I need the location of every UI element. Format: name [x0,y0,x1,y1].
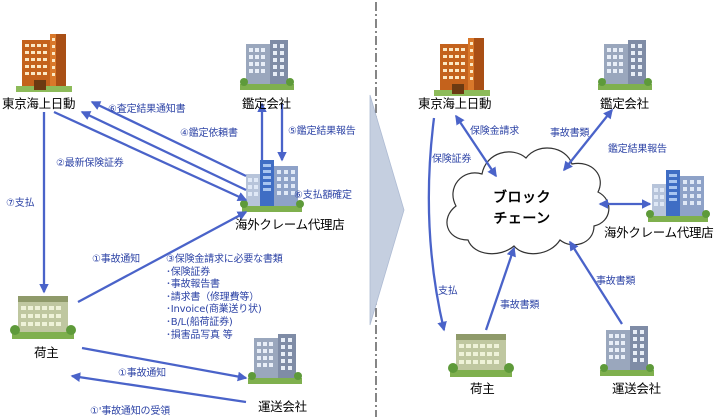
label-pay: 支払 [438,286,458,297]
label-e7-pay: ⑦支払 [6,198,35,209]
documents-title: ③保険金請求に必要な書類 [166,254,283,265]
arrow-e1-notice-carrier [81,346,248,382]
label-e4-request: ④鑑定依頼書 [180,128,238,139]
left-node-shipper: 荷主 [34,345,59,360]
blockchain-label-line2: チェーン [493,211,551,227]
label-e1-notice-agent: ①事故通知 [92,254,140,265]
blockchain-label-line1: ブロック [493,190,551,206]
label-e1-receipt: ①'事故通知の受領 [90,406,170,417]
right-node-adjuster: 鑑定会社 [600,96,649,111]
arrow-e1-notice-agent [77,210,248,304]
label-incident-docs-adjuster: 事故書類 [550,128,590,139]
arrow-e6-confirm [80,110,247,192]
blockchain-label: ブロック チェーン [476,188,568,230]
arrow-incident-docs-carrier [569,240,623,325]
right-agent-building-icon [646,170,710,222]
right-adjuster-building-icon [598,40,652,90]
right-node-agent: 海外クレーム代理店 [604,225,714,240]
label-e2-cert: ②最新保険証券 [56,158,124,169]
arrow-e1-receipt [70,372,247,404]
label-incident-docs-carrier: 事故書類 [596,276,636,287]
required-documents-list: ③保険金請求に必要な書類 ･保険証券 ･事故報告書 ･請求書（修理費等） ･In… [166,254,283,342]
arrow-pay [427,117,447,332]
tokio-building-icon [16,34,72,92]
document-item: ･保険証券 [166,266,210,278]
document-item: ･請求書（修理費等） [166,291,259,303]
shipper-building-icon [10,296,76,339]
label-cert: 保険証券 [432,154,472,165]
document-item: ･事故報告書 [166,279,220,291]
right-tokio-building-icon [434,38,490,96]
label-adjuster-report: 鑑定結果報告 [608,144,667,155]
document-item: ･損害品写真 等 [166,329,233,341]
label-e1-notice-carrier: ①事故通知 [118,368,166,379]
left-node-adjuster: 鑑定会社 [242,96,291,111]
document-item: ･B/L(船荷証券) [166,316,233,328]
right-node-tokio: 東京海上日動 [418,96,492,111]
document-item: ･Invoice(商業送り状) [166,304,262,316]
left-node-carrier: 運送会社 [258,399,307,414]
arrow-e6-notice [90,100,247,178]
right-node-carrier: 運送会社 [612,381,661,396]
adjuster-building-icon [240,40,294,90]
arrow-incident-docs-adjuster [563,108,613,172]
left-node-agent: 海外クレーム代理店 [235,217,345,232]
label-e5-report: ⑤鑑定結果報告 [288,126,356,137]
transition-arrow [369,94,405,326]
arrow-incident-docs-shipper [484,246,516,331]
label-e6-notice: ⑥査定結果通知書 [108,104,186,115]
label-e6-confirm: ⑥支払額確定 [294,190,352,201]
right-shipper-building-icon [448,334,514,377]
arrow-claim [455,114,497,178]
label-claim: 保険金請求 [470,126,519,137]
right-carrier-building-icon [600,326,654,376]
right-node-shipper: 荷主 [470,381,495,396]
left-node-tokio: 東京海上日動 [2,96,76,111]
arrow-e2-cert [53,110,248,202]
label-incident-docs-shipper: 事故書類 [500,300,540,311]
